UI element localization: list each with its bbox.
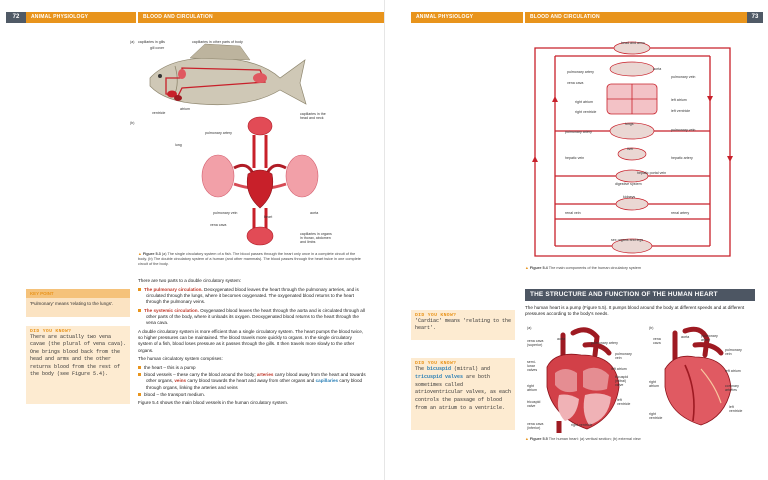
page-number-left: 72 xyxy=(6,12,26,23)
label-atrium: atrium xyxy=(180,107,190,111)
left-page: 72 ANIMAL PHYSIOLOGY BLOOD AND CIRCULATI… xyxy=(6,12,384,409)
dyk1-text: 'Cardiac' means 'relating to the heart'. xyxy=(415,318,512,331)
label-pulmonary-vein-mid: pulmonary vein xyxy=(671,128,696,132)
figure-5-3-caption: ▲ Figure 5.3 (a) The single circulatory … xyxy=(138,252,361,266)
hb-right-atrium: right atrium xyxy=(649,380,659,388)
label-digestive-system: digestive system xyxy=(615,182,642,186)
figure-5-5-caption: ▲ Figure 5.5 The human heart: (a) vertic… xyxy=(525,437,641,441)
bullet-systemic: The systemic circulation. Oxygenated blo… xyxy=(138,308,366,327)
label-heart: heart xyxy=(264,215,273,219)
did-you-know-text: There are actually two vena cavae (the p… xyxy=(30,334,127,378)
heart-b-label: (b) xyxy=(649,326,654,330)
header-topic-right: BLOOD AND CIRCULATION xyxy=(525,12,747,23)
fig-a-label: (a) xyxy=(130,40,135,44)
label-pulmonary-artery-top: pulmonary artery xyxy=(567,70,594,74)
ha-left-ventricle: left ventricle xyxy=(617,398,631,406)
section-text: The human heart is a pump (Figure 5.5). … xyxy=(525,305,745,317)
label-vena-cava-right: vena cava xyxy=(567,81,584,85)
label-sex-organs-legs: sex organs and legs xyxy=(611,238,644,242)
label-capillaries-gills: capillaries in gills xyxy=(138,40,165,44)
right-page: ANIMAL PHYSIOLOGY BLOOD AND CIRCULATION … xyxy=(384,0,768,480)
label-head-arms: head and arms xyxy=(621,41,645,45)
label-hepatic-portal-vein: hepatic portal vein xyxy=(637,171,667,175)
did-you-know-box-left: DID YOU KNOW? There are actually two ven… xyxy=(26,326,130,404)
header-section-right: ANIMAL PHYSIOLOGY xyxy=(411,12,523,23)
hb-aorta: aorta xyxy=(681,335,690,339)
dyk2-title: DID YOU KNOW? xyxy=(415,361,457,366)
list-vessels: blood vessels – these carry the blood ar… xyxy=(138,372,366,391)
ha-bicuspid: bicuspid (mitral) valve xyxy=(615,375,629,387)
label-pulmonary-vein: pulmonary vein xyxy=(213,211,238,215)
label-pulmonary-artery-mid: pulmonary artery xyxy=(565,130,592,134)
figure-5-3-illustration xyxy=(149,43,319,246)
header-section-left: ANIMAL PHYSIOLOGY xyxy=(26,12,136,23)
label-liver: liver xyxy=(627,147,634,151)
label-pulmonary-vein-top: pulmonary vein xyxy=(671,75,696,79)
ha-pulmonary-artery: pulmonary artery xyxy=(591,341,618,345)
key-point-text: 'Pulmonary' means 'relating to the lungs… xyxy=(30,301,114,306)
label-kidneys: kidneys xyxy=(623,195,636,199)
bullet-pulmonary: The pulmonary circulation. Deoxygenated … xyxy=(138,287,366,306)
paragraph-comprises: The human circulatory system comprises: xyxy=(138,356,223,362)
hb-right-ventricle: right ventricle xyxy=(649,412,663,420)
key-point-box: KEY POINT 'Pulmonary' means 'relating to… xyxy=(26,289,130,317)
label-capillaries-organs: capillaries in organs in thorax, abdomen… xyxy=(300,232,332,244)
hb-pulmonary-vein: pulmonary vein xyxy=(725,348,742,356)
ha-right-atrium: right atrium xyxy=(527,384,537,392)
label-capillaries-other: capillaries in other parts of body xyxy=(192,40,243,44)
label-right-atrium: right atrium xyxy=(575,100,593,104)
ha-vena-cava-sup: vena cava (superior) xyxy=(527,339,544,347)
list-blood: blood – the transport medium. xyxy=(138,392,366,398)
paragraph-figure-ref: Figure 5.4 shows the main blood vessels … xyxy=(138,400,289,406)
did-you-know-box-valves: DID YOU KNOW? The bicuspid (mitral) and … xyxy=(411,358,515,430)
list-heart: the heart – this is a pump xyxy=(138,365,366,371)
ha-left-atrium: left atrium xyxy=(611,367,627,371)
section-heading: THE STRUCTURE AND FUNCTION OF THE HUMAN … xyxy=(525,289,755,301)
ha-tricuspid: tricuspid valve xyxy=(527,400,541,408)
label-gill-cover: gill cover xyxy=(150,46,165,50)
heart-a-label: (a) xyxy=(527,326,532,330)
ha-pulmonary-vein: pulmonary vein xyxy=(615,352,632,360)
ha-semilunar: semi- lunar valves xyxy=(527,360,538,372)
hb-left-ventricle: left ventricle xyxy=(729,405,743,413)
label-capillaries-head: capillaries in the head and neck xyxy=(300,112,326,120)
ha-vena-cava-inf: vena cava (inferior) xyxy=(527,422,544,430)
label-hepatic-vein: hepatic vein xyxy=(565,156,585,160)
header-topic-left: BLOOD AND CIRCULATION xyxy=(138,12,384,23)
label-left-atrium: left atrium xyxy=(671,98,687,102)
intro-text: There are two parts to a double circulat… xyxy=(138,278,242,283)
label-left-ventricle: left ventricle xyxy=(671,109,691,113)
label-aorta: aorta xyxy=(310,211,319,215)
label-lungs: lungs xyxy=(625,122,634,126)
hb-coronary-arteries: coronary arteries xyxy=(725,384,739,392)
hb-left-atrium: left atrium xyxy=(725,369,741,373)
hb-vena-cava: vena cava xyxy=(653,337,661,345)
label-renal-artery: renal artery xyxy=(671,211,690,215)
did-you-know-box-cardiac: DID YOU KNOW? 'Cardiac' means 'relating … xyxy=(411,310,515,340)
main-text-left: There are two parts to a double circulat… xyxy=(138,278,366,409)
hb-pulmonary-artery: pulmonary artery xyxy=(701,334,718,342)
did-you-know-title: DID YOU KNOW? xyxy=(30,329,72,334)
label-hepatic-artery: hepatic artery xyxy=(671,156,693,160)
label-renal-vein: renal vein xyxy=(565,211,581,215)
ha-aorta: aorta xyxy=(557,337,566,341)
label-lung: lung xyxy=(175,143,182,147)
label-aorta-right: aorta xyxy=(653,67,662,71)
label-ventricle: ventricle xyxy=(152,111,166,115)
key-point-title: KEY POINT xyxy=(26,289,130,298)
figure-5-4-caption: ▲ Figure 5.4 The main components of the … xyxy=(525,266,641,270)
figure-5-5-illustration xyxy=(546,326,732,433)
label-vena-cava: vena cava xyxy=(210,223,227,227)
label-right-ventricle: right ventricle xyxy=(575,110,597,114)
figure-5-4-illustration xyxy=(532,41,733,257)
fig-b-label: (b) xyxy=(130,121,135,125)
page-number-right: 73 xyxy=(747,12,763,23)
paragraph-efficiency: A double circulatory system is more effi… xyxy=(138,328,364,353)
dyk1-title: DID YOU KNOW? xyxy=(415,313,457,318)
ha-right-ventricle: right ventricle xyxy=(571,423,593,427)
dyk2-text: The bicuspid (mitral) and tricuspid valv… xyxy=(415,366,512,411)
label-pulmonary-artery: pulmonary artery xyxy=(205,131,232,135)
